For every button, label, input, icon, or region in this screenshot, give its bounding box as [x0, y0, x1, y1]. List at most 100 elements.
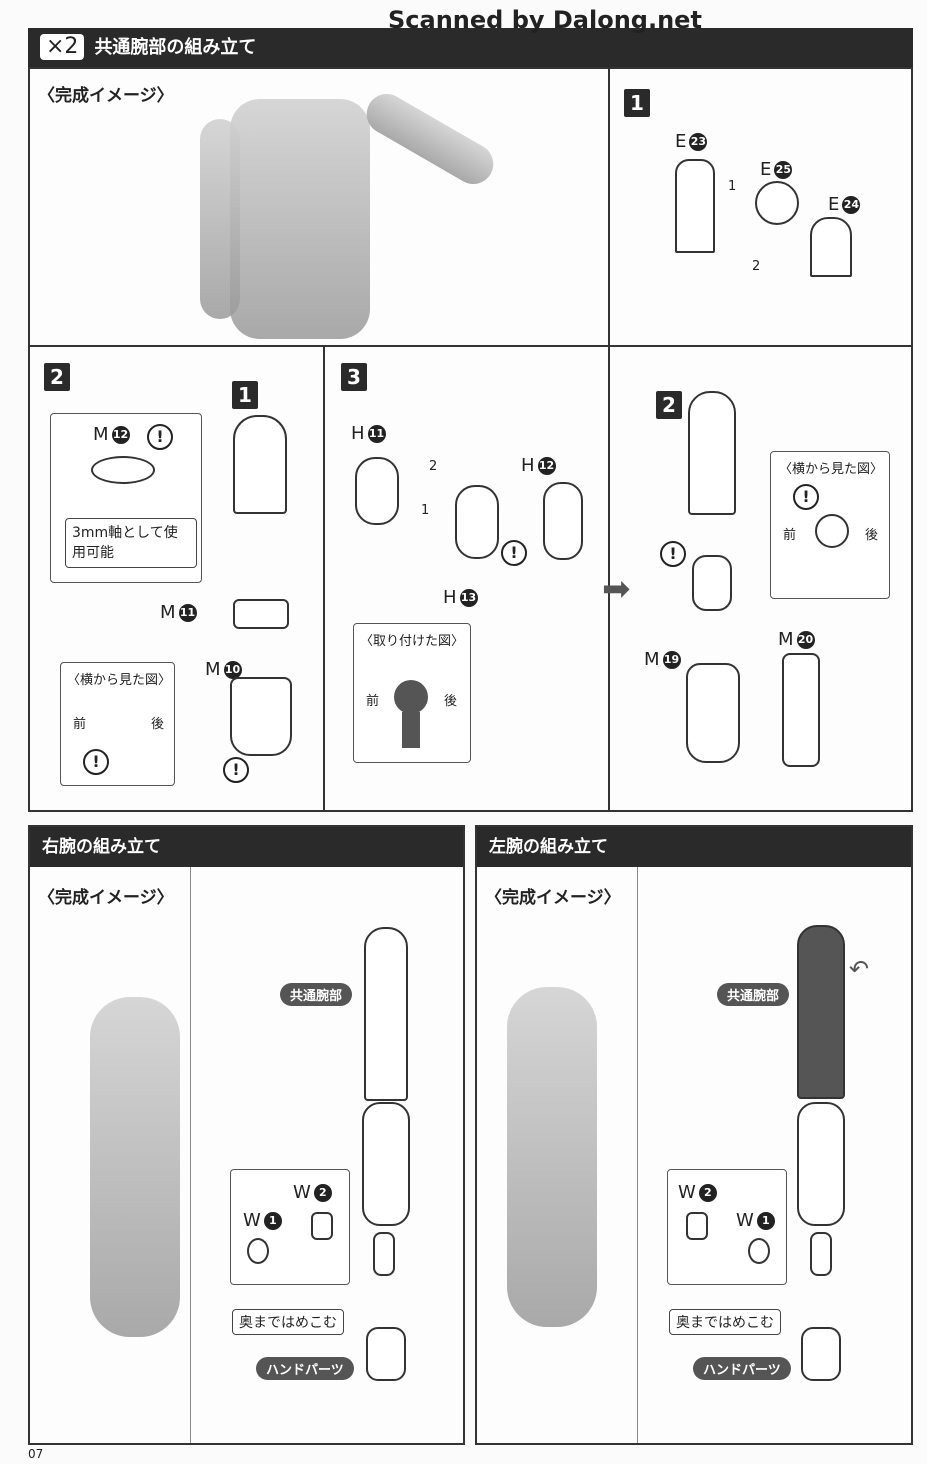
caution-icon: ! [660, 541, 686, 567]
hand-parts-label: ハンドパーツ [693, 1357, 791, 1380]
part-letter: M [205, 659, 221, 680]
step-number: 2 [44, 363, 70, 391]
wrist-joint [810, 1232, 832, 1276]
front-label: 前 [783, 528, 797, 543]
part-number: 23 [689, 133, 708, 151]
part-number: 19 [662, 651, 681, 669]
figure-arm [359, 86, 501, 192]
multiplier-badge: ×2 [40, 34, 85, 60]
part-letter: W [293, 1182, 311, 1203]
part-w1 [247, 1238, 269, 1264]
page-number: 07 [28, 1447, 44, 1461]
elbow-joint [692, 555, 732, 611]
front-label: 前 [366, 694, 380, 709]
part-number: 10 [223, 661, 242, 679]
arm-photo [507, 987, 597, 1327]
sub-step-number: 1 [232, 381, 258, 409]
part-letter: M [160, 602, 176, 623]
order-marker: 2 [752, 259, 761, 274]
upper-arm-part [233, 415, 287, 514]
attached-view-box: 〈取り付けた図〉 前 後 [353, 623, 471, 763]
complete-image-label: 〈完成イメージ〉 [485, 888, 621, 908]
part-m10 [230, 677, 292, 756]
complete-image-panel: 〈完成イメージ〉 [28, 67, 610, 347]
part-letter: M [644, 649, 660, 670]
part-e24 [810, 217, 852, 277]
part-letter: W [243, 1210, 261, 1231]
sub-step-number: 2 [656, 391, 682, 419]
order-marker: 2 [429, 459, 438, 474]
part-letter: M [93, 424, 109, 445]
part-m19 [686, 663, 740, 763]
part-h11 [355, 457, 399, 525]
part-w2 [311, 1212, 333, 1240]
hand-parts-label: ハンドパーツ [256, 1357, 354, 1380]
part-letter: E [828, 194, 840, 215]
order-marker: 1 [728, 179, 737, 194]
part-m12 [91, 456, 155, 484]
part-number: 12 [537, 457, 556, 475]
part-letter: W [736, 1210, 754, 1231]
step-number: 1 [624, 89, 650, 117]
part-h13 [455, 485, 499, 559]
part-e23 [675, 159, 715, 253]
hand-part [366, 1327, 406, 1381]
part-w2 [686, 1212, 708, 1240]
part-letter: M [778, 629, 794, 650]
part-number: 25 [774, 161, 793, 179]
part-e25 [755, 181, 799, 225]
back-label: 後 [444, 694, 458, 709]
part-h12 [543, 482, 583, 560]
back-label: 後 [151, 717, 165, 732]
front-label: 前 [73, 717, 87, 732]
divider [637, 867, 638, 1443]
part-letter: H [443, 587, 457, 608]
joint-drawing [815, 514, 849, 548]
push-in-label: 奥まではめこむ [232, 1309, 344, 1335]
side-view-box: 〈横から見た図〉 ! 前 後 [770, 451, 890, 599]
part-letter: E [675, 131, 687, 152]
complete-image-label: 〈完成イメージ〉 [38, 86, 174, 106]
caution-icon: ! [147, 424, 173, 450]
push-in-label: 奥まではめこむ [669, 1309, 781, 1335]
caution-icon: ! [793, 484, 819, 510]
part-number: 1 [263, 1212, 282, 1230]
attached-view-label: 〈取り付けた図〉 [360, 634, 465, 649]
forearm-part [362, 1102, 410, 1226]
joint-drawing [394, 680, 428, 714]
part-number: 2 [698, 1184, 717, 1202]
part-number: 11 [367, 425, 386, 443]
part-m20 [782, 653, 820, 767]
rotate-arrow-icon: ↶ [849, 955, 870, 983]
part-letter: E [760, 159, 772, 180]
part-number: 24 [842, 196, 861, 214]
upper-arm-part-highlighted [797, 925, 845, 1099]
watermark: Scanned by Dalong.net [388, 6, 702, 34]
part-number: 20 [796, 631, 815, 649]
part-m11 [233, 599, 289, 629]
section-title: 共通腕部の組み立て [94, 37, 257, 58]
figure-photo [230, 99, 370, 339]
joint-drawing [402, 712, 420, 748]
part-number: 11 [178, 604, 197, 622]
upper-arm-part [364, 927, 408, 1101]
part-number: 2 [313, 1184, 332, 1202]
